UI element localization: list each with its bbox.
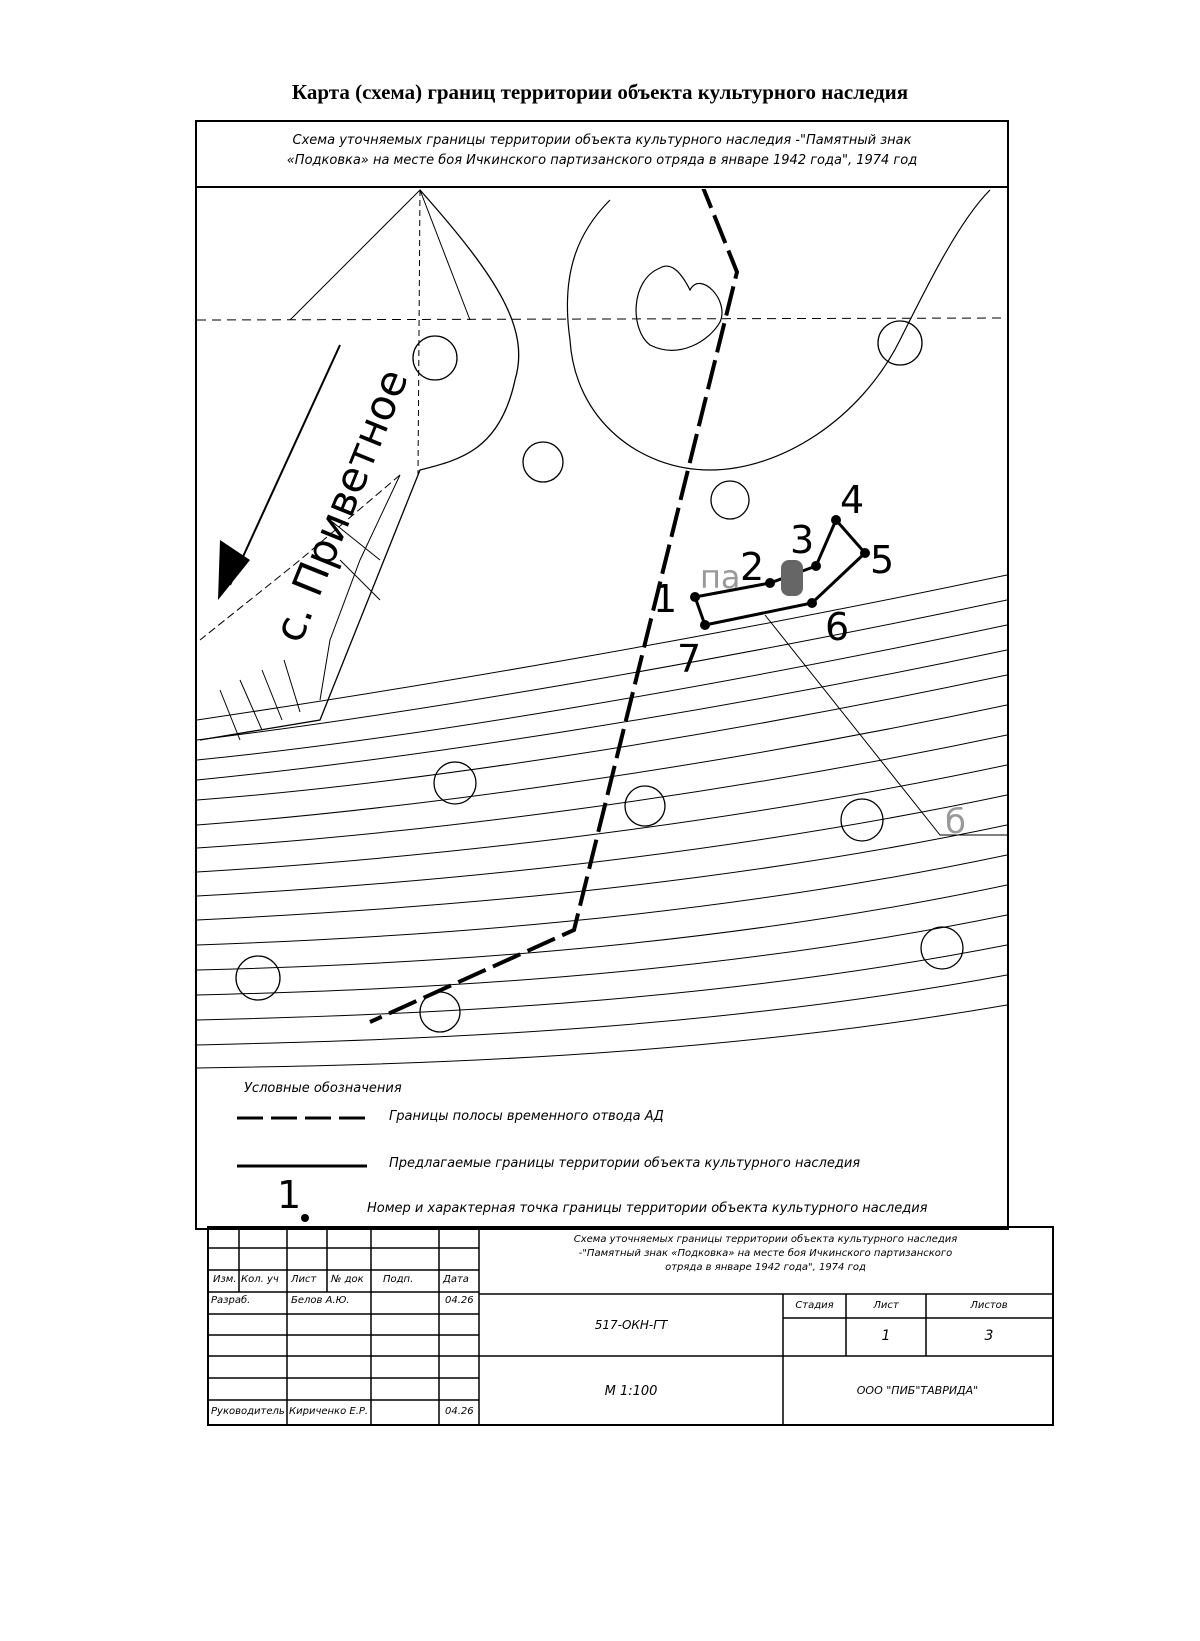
drawing-scale: М 1:100 — [604, 1384, 658, 1399]
stage-label: Стадия — [795, 1300, 834, 1311]
legend-item-point: Номер и характерная точка границы террит… — [367, 1201, 928, 1216]
map-header: Схема уточняемых границы территории объе… — [195, 120, 1009, 188]
monument-marker — [781, 560, 803, 596]
road-axis-dashed — [197, 317, 1007, 321]
legend: Условные обозначения Границы полосы врем… — [197, 1073, 1007, 1228]
boundary-point-3 — [811, 561, 821, 571]
boundary-points — [690, 515, 870, 630]
sheets-label: Листов — [970, 1300, 1008, 1311]
legend-dashed-symbol — [237, 1116, 367, 1120]
title-block: Изм. Кол. уч Лист № док Подп. Дата Разра… — [207, 1226, 1054, 1426]
legend-caption: Условные обозначения — [244, 1081, 402, 1096]
sheet-number: 1 — [881, 1328, 891, 1344]
page-title: Карта (схема) границ территории объекта … — [291, 80, 909, 104]
header-izm: Изм. — [213, 1274, 237, 1285]
road-triangle-dashed — [417, 189, 421, 476]
point-label-1: 1 — [653, 577, 677, 621]
hill-contour — [566, 189, 991, 471]
legend-item-dashed: Границы полосы временного отвода АД — [389, 1109, 664, 1124]
boundary-point-1 — [690, 592, 700, 602]
village-label: с. Приветное — [264, 362, 418, 649]
fragment-label-1: па — [700, 558, 741, 596]
road-triangle — [289, 189, 471, 321]
legend-point-sample: 1 — [277, 1173, 302, 1217]
contour-inner — [319, 474, 401, 701]
boundary-point-5 — [860, 548, 870, 558]
boundary-point-6 — [807, 598, 817, 608]
boundary-point-2 — [765, 578, 775, 588]
developer-role: Разраб. — [211, 1295, 251, 1306]
header-list: Лист — [291, 1274, 317, 1285]
developer-name: Белов А.Ю. — [291, 1295, 350, 1306]
allotment-boundary — [369, 189, 740, 1024]
point-label-3: 3 — [790, 518, 814, 562]
manager-name: Кириченко Е.Р. — [289, 1406, 369, 1417]
legend-solid-symbol — [237, 1164, 367, 1168]
document-code: 517-ОКН-ГТ — [594, 1318, 668, 1332]
sheets-total: 3 — [984, 1328, 994, 1344]
hill-inner — [635, 265, 723, 351]
path-line — [764, 614, 1007, 836]
map-header-line-2: «Подковка» на месте боя Ичкинского парти… — [286, 153, 918, 168]
contour-large — [199, 189, 520, 741]
map-drawing: 1 2 3 4 5 6 7 па б с. Приветное — [197, 189, 1007, 1069]
map-header-line-1: Схема уточняемых границы территории объе… — [292, 133, 912, 148]
direction-arrow-shaft — [229, 344, 341, 586]
point-label-4: 4 — [840, 478, 864, 522]
fragment-label-2: б — [945, 802, 966, 842]
stamp-title-line-1: Схема уточняемых границы территории объе… — [573, 1234, 958, 1245]
developer-date: 04.26 — [445, 1295, 474, 1306]
legend-item-solid: Предлагаемые границы территории объекта … — [389, 1156, 861, 1171]
header-doc-no: № док — [331, 1274, 364, 1285]
manager-role: Руководитель — [211, 1406, 285, 1417]
sheet-label: Лист — [873, 1300, 899, 1311]
organization: ООО "ПИБ"ТАВРИДА" — [856, 1384, 979, 1397]
boundary-point-7 — [700, 620, 710, 630]
contour-lines — [197, 574, 1007, 1069]
stamp-title-line-3: отряда в январе 1942 года", 1974 год — [665, 1262, 866, 1273]
header-kol-uch: Кол. уч — [241, 1274, 279, 1285]
point-label-2: 2 — [740, 545, 764, 589]
point-label-6: 6 — [825, 605, 849, 649]
title-block-grid — [209, 1228, 1052, 1424]
contour-inner-2 — [199, 474, 401, 641]
header-date: Дата — [443, 1274, 469, 1285]
header-podp: Подп. — [383, 1274, 414, 1285]
okn-boundary — [692, 517, 868, 627]
legend-point-dot — [301, 1214, 309, 1222]
map-frame — [195, 120, 1009, 1230]
point-label-7: 7 — [677, 637, 701, 681]
stamp-title-line-2: -"Памятный знак «Подковка» на месте боя … — [578, 1248, 953, 1259]
point-label-5: 5 — [870, 538, 894, 582]
manager-date: 04.26 — [445, 1406, 474, 1417]
boundary-point-4 — [831, 515, 841, 525]
direction-arrow-head — [218, 540, 250, 600]
